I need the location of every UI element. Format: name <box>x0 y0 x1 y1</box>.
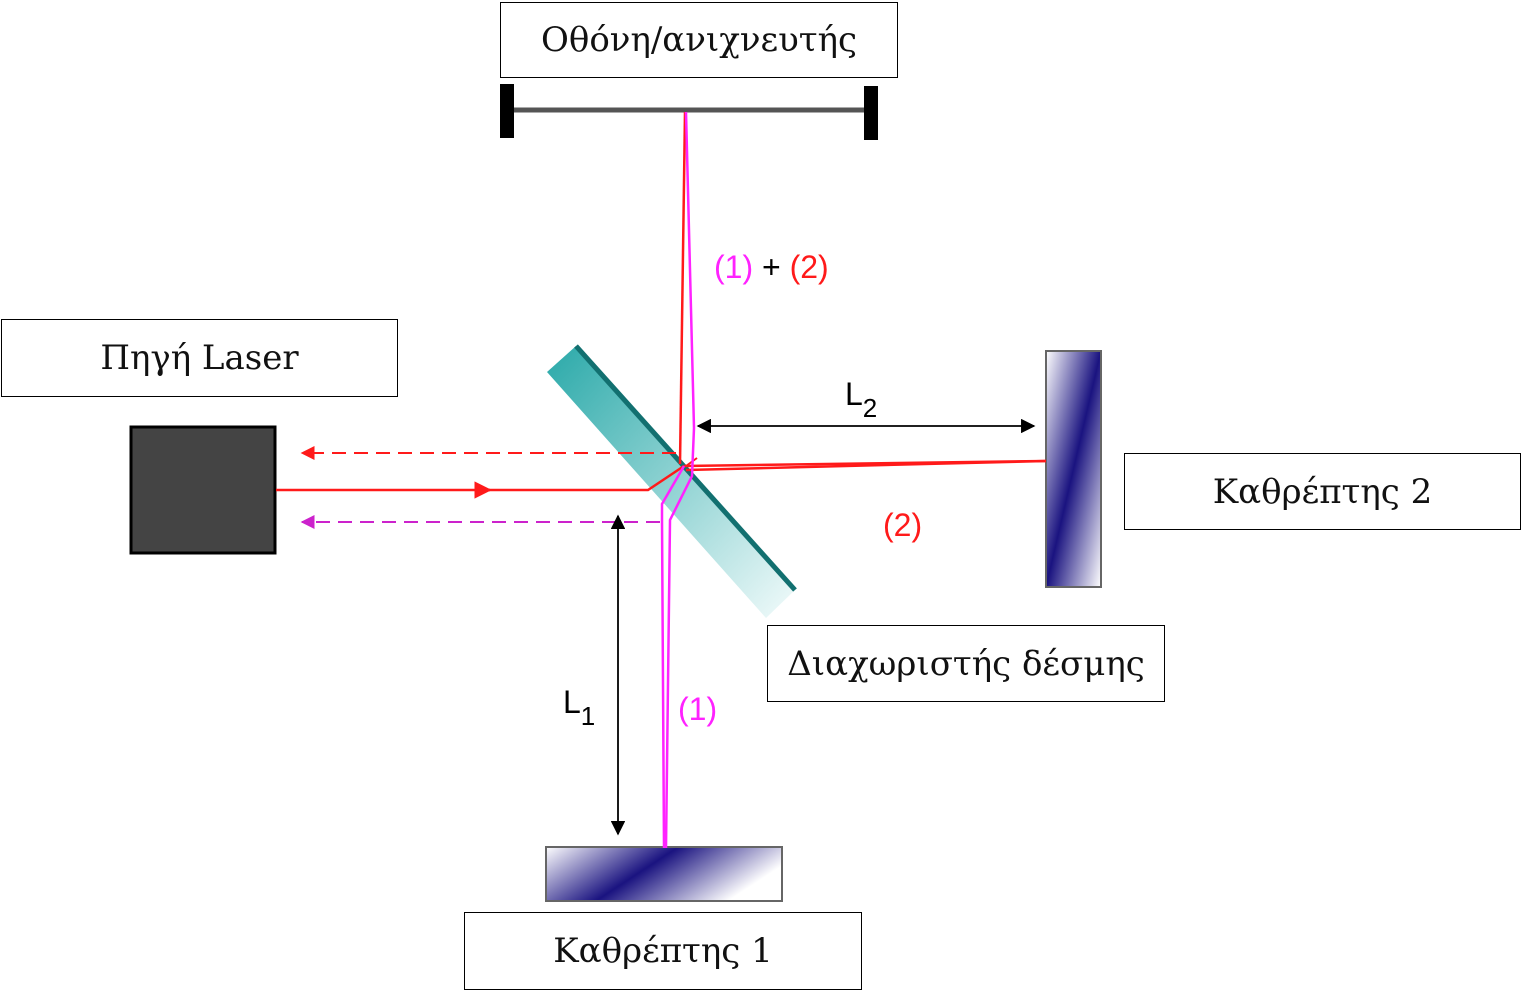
svg-text:L1: L1 <box>563 684 595 731</box>
label-screen-detector: Οθόνη/ανιχνευτής <box>500 2 898 78</box>
label-mirror-2: Καθρέπτης 2 <box>1124 453 1521 530</box>
label-beam-2: (2) <box>883 507 922 543</box>
l2-letter: L <box>845 376 863 412</box>
label-laser-source: Πηγή Laser <box>1 319 398 397</box>
l1-subscript: 1 <box>581 701 595 731</box>
label-beam-splitter: Διαχωριστής δέσμης <box>767 625 1165 702</box>
mirror-2 <box>1045 350 1102 588</box>
label-combined-1: (1) <box>714 249 753 285</box>
svg-text:L2: L2 <box>845 376 877 423</box>
beam-1-path <box>660 111 696 849</box>
svg-text:(1) + (2): (1) + (2) <box>714 249 829 285</box>
laser-source-box <box>129 425 277 555</box>
label-mirror-1: Καθρέπτης 1 <box>464 912 862 990</box>
l2-subscript: 2 <box>863 393 877 423</box>
incoming-beam <box>276 464 685 499</box>
l1-letter: L <box>563 684 581 720</box>
label-combined-plus: + <box>762 249 781 285</box>
label-combined-2: (2) <box>790 249 829 285</box>
mirror-1 <box>545 846 783 902</box>
beam-splitter <box>547 344 797 618</box>
detector-screen <box>500 84 878 140</box>
label-beam-1: (1) <box>678 691 717 727</box>
beam-2-path <box>678 111 1047 472</box>
